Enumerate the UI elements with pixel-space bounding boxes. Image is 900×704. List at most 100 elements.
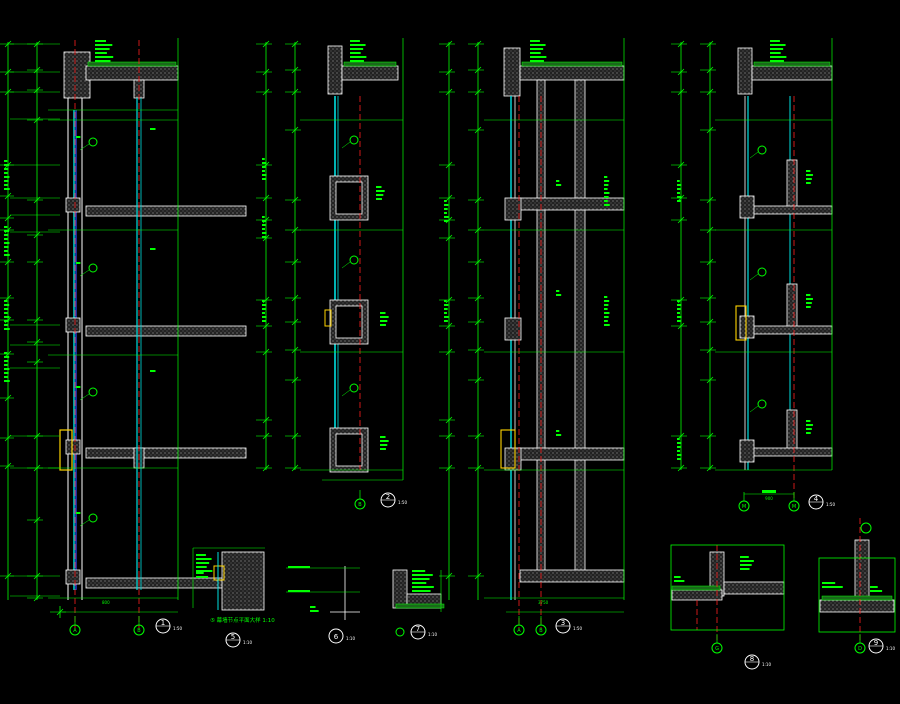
s4-side-notes — [806, 432, 811, 434]
s4-side-notes — [806, 302, 812, 304]
s3-roof-notes — [530, 48, 544, 50]
s1-vertical-note — [4, 180, 9, 182]
s3-vertical-note — [444, 304, 449, 306]
d6-number: 6 — [334, 633, 339, 641]
s1-vertical-note — [4, 242, 10, 244]
s4-roof-notes — [770, 52, 781, 54]
s4-axis-m-bubble — [738, 500, 750, 512]
s4-side-notes — [806, 174, 813, 176]
d9-notes — [870, 586, 878, 588]
s2-vertical-note — [262, 316, 267, 318]
s2-beam-notes — [376, 198, 382, 200]
s3-col-notes — [556, 290, 560, 292]
d9-axis-bubble-label: D — [858, 646, 862, 652]
s4-side-notes — [806, 182, 811, 184]
s4-vertical-note — [677, 438, 680, 440]
s1-vertical-note — [4, 250, 8, 252]
s1-callout-circle — [88, 263, 98, 273]
s4-vertical-note — [677, 312, 680, 314]
d7-axis-bubble — [395, 627, 405, 637]
s3-vertical-note — [444, 204, 449, 206]
s3-side-notes — [604, 180, 610, 182]
s4-partition-block — [786, 283, 798, 329]
s1-vertical-note — [4, 230, 10, 232]
s1-callout-tag — [76, 136, 81, 138]
s3-vertical-note — [444, 308, 448, 310]
s1-detail-bracket — [59, 429, 73, 471]
s3-section-mark-number: 3 — [561, 619, 565, 627]
s2-vertical-note — [262, 220, 267, 222]
d6-note — [288, 566, 310, 568]
d5-notes — [196, 572, 204, 574]
s1-vertical-note — [4, 352, 8, 354]
s1-vertical-note — [4, 328, 10, 330]
s3-roof-notes — [530, 56, 547, 58]
d9-column — [854, 539, 870, 603]
s1-slab-edge — [65, 197, 81, 213]
s4-side-notes — [806, 298, 813, 300]
s3-side-notes — [604, 200, 608, 202]
d7-notes — [412, 570, 426, 572]
d7-layer — [395, 603, 445, 609]
s3-side-notes — [604, 204, 610, 206]
s1-vertical-note — [4, 304, 10, 306]
s4-side-notes — [806, 428, 812, 430]
d6-section-circle — [328, 628, 344, 644]
s4-vertical-note — [677, 442, 682, 444]
s2-vertical-note — [262, 178, 266, 180]
s3-side-notes — [604, 184, 609, 186]
s3-roof-slab — [519, 65, 625, 81]
s3-roof-notes — [530, 60, 544, 62]
s4-callout-leader — [749, 405, 759, 413]
s2-roof-slab — [341, 65, 399, 81]
s2-vertical-note — [262, 224, 266, 226]
s2-beam-notes — [380, 448, 386, 450]
s3-col-notes — [556, 180, 560, 182]
s1-callout-circle — [88, 387, 98, 397]
s4-slab-edge — [739, 315, 755, 339]
d7-notes — [412, 586, 434, 588]
s1-bottom-dim-text: 800 — [102, 600, 110, 605]
s1-vertical-note — [4, 312, 8, 314]
s4-vertical-note — [677, 180, 680, 182]
s2-roof-notes — [350, 60, 364, 62]
s4-vertical-note — [677, 320, 681, 322]
s3-vertical-note — [444, 216, 449, 218]
s2-vertical-note — [262, 228, 265, 230]
d9-layer — [821, 595, 893, 601]
s1-callout-leader — [79, 269, 90, 277]
s3-side-notes — [604, 196, 609, 198]
s1-callout-circle — [88, 513, 98, 523]
d5-notes — [196, 558, 212, 560]
s2-vertical-note — [262, 174, 267, 176]
d5-section-mark-number: 5 — [231, 633, 235, 641]
s2-axis-b-label: B — [358, 502, 362, 508]
s4-vertical-note — [677, 300, 680, 302]
s4-roof-slab — [751, 65, 833, 81]
s4-axis-n-bubble — [788, 500, 800, 512]
s2-vertical-note — [262, 170, 265, 172]
s2-roof-layer — [343, 61, 397, 67]
s3-parapet — [503, 47, 521, 97]
s1-slab-edge — [65, 439, 81, 455]
s4-vertical-note — [677, 200, 681, 202]
s3-roof-layer — [521, 61, 623, 67]
s1-vertical-note — [4, 234, 9, 236]
d8-axis-bubble-bubble — [711, 642, 723, 654]
d8-notes — [740, 564, 752, 566]
s2-beam-notes — [380, 316, 389, 318]
s2-vertical-note — [262, 216, 265, 218]
d9-section-mark-scale: 1:10 — [886, 646, 895, 651]
s3-slab-edge — [504, 197, 522, 221]
d7-section-mark-scale: 1:10 — [428, 632, 437, 637]
s3-side-notes — [604, 308, 608, 310]
s2-vertical-note — [262, 312, 265, 314]
s1-callout-circle — [88, 137, 98, 147]
s4-axis-n-label: M — [792, 504, 796, 510]
s1-vertical-note — [4, 324, 8, 326]
s3-col-notes — [556, 434, 562, 436]
d9-section-mark-number: 9 — [874, 639, 878, 647]
s3-axis-b-bubble — [535, 624, 547, 636]
